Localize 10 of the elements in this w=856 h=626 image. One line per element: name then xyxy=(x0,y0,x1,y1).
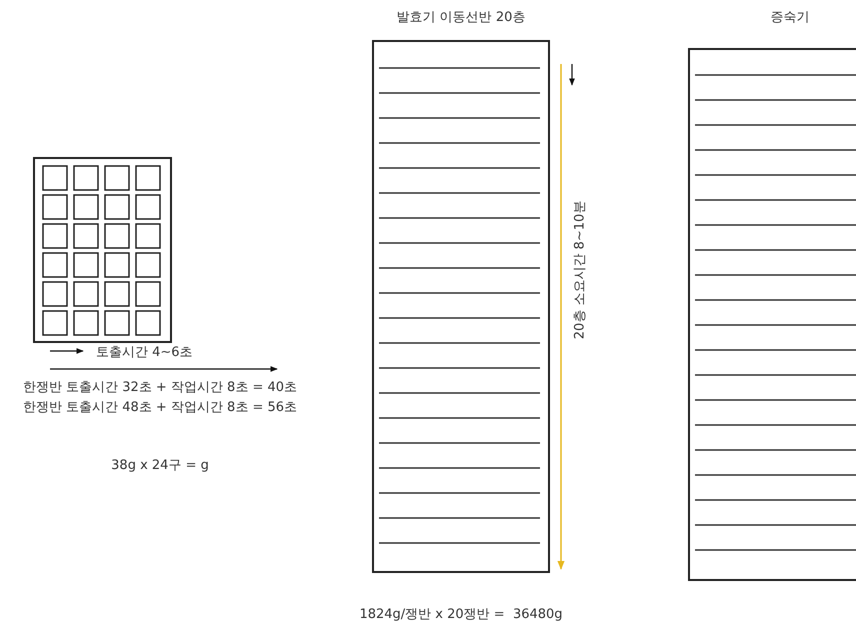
rack-title: 발효기 이동선반 20층 xyxy=(396,9,526,27)
shelf-rack xyxy=(372,40,550,573)
note-text: 토출시간 4~6초 xyxy=(96,344,193,362)
rack-title: 증숙기 xyxy=(770,9,810,27)
note-text: 1824g/쟁반 x 20쟁반 = 36480g xyxy=(359,606,563,624)
note-text: 20층 소요시간 8~10분 xyxy=(571,200,588,340)
note-text: 한쟁반 토출시간 32초 + 작업시간 8초 = 40초 xyxy=(22,379,298,397)
tray xyxy=(33,157,172,343)
note-text: 38g x 24구 = g xyxy=(111,457,209,475)
note-text: 한쟁반 토출시간 48초 + 작업시간 8초 = 56초 xyxy=(22,399,298,417)
